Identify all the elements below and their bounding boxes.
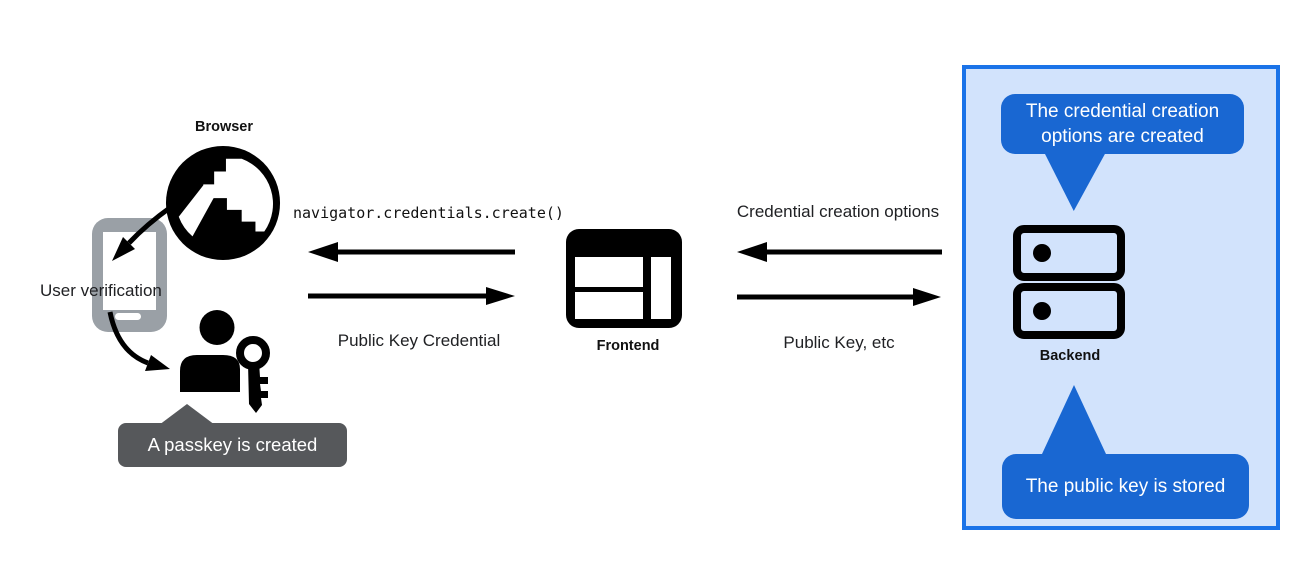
public-key-stored-callout: The public key is stored [1002, 454, 1249, 519]
public-key-stored-callout-pointer [1042, 385, 1106, 454]
arrow-frontend-to-backend [737, 288, 941, 306]
arrow-browser-to-frontend [308, 287, 515, 305]
options-created-callout: The credential creation options are crea… [1001, 94, 1244, 154]
server-stack-icon [1013, 225, 1125, 339]
arrow-backend-to-frontend [737, 242, 942, 262]
create-call-code: navigator.credentials.create() [293, 204, 564, 222]
browser-window-icon [566, 229, 682, 328]
options-created-callout-pointer [1044, 152, 1106, 211]
options-created-text: The credential creation options are crea… [1025, 101, 1220, 147]
globe-icon [165, 145, 281, 261]
phone-icon [92, 218, 167, 332]
person-key-icon [180, 310, 270, 413]
public-key-stored-text: The public key is stored [1025, 476, 1226, 497]
public-key-credential-label: Public Key Credential [337, 331, 501, 350]
frontend-label: Frontend [596, 338, 660, 354]
arrow-frontend-to-browser [308, 242, 515, 262]
backend-label: Backend [1039, 348, 1101, 364]
public-key-etc-label: Public Key, etc [783, 333, 895, 352]
passkey-callout-text: A passkey is created [147, 434, 318, 455]
browser-label: Browser [194, 119, 254, 135]
user-verification-label: User verification [40, 281, 162, 300]
backend-panel: The credential creation options are crea… [962, 65, 1280, 530]
passkey-callout: A passkey is created [118, 423, 347, 467]
credential-creation-options-label: Credential creation options [736, 202, 940, 221]
